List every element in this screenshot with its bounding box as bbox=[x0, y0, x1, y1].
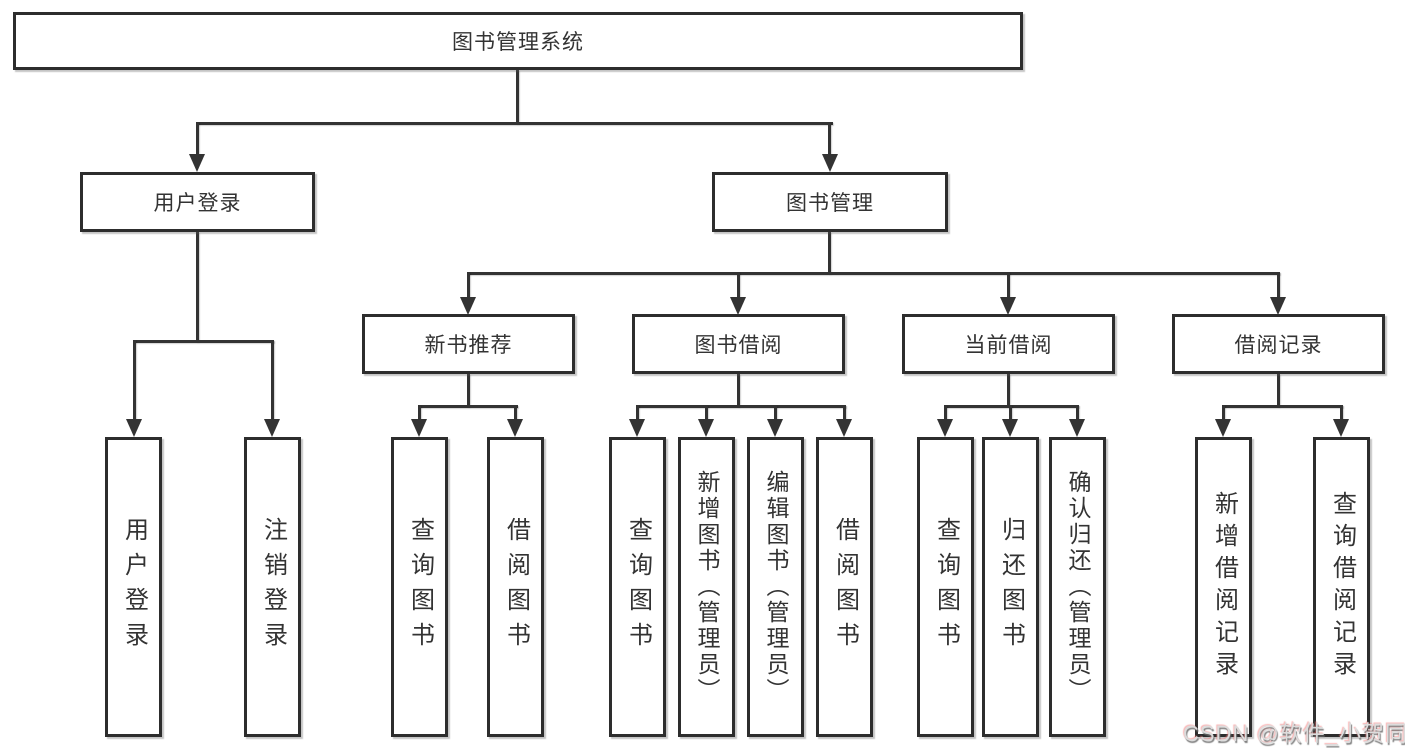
node-user-login-label: 用户登录 bbox=[153, 192, 242, 215]
connector-stem bbox=[271, 340, 274, 421]
connector-stem bbox=[1222, 405, 1225, 421]
connector-newbooks-hline bbox=[418, 405, 518, 408]
arrow-down-icon bbox=[767, 419, 783, 437]
node-borrow-records-label: 借阅记录 bbox=[1234, 334, 1323, 357]
node-leaf-nb-query-books-label: 查询图书 bbox=[406, 517, 434, 657]
connector-trunk-hline bbox=[196, 122, 833, 125]
arrow-down-icon bbox=[730, 297, 746, 315]
connector-stem bbox=[514, 405, 517, 421]
node-book-management-label: 图书管理 bbox=[786, 192, 874, 215]
node-current-borrow-label: 当前借阅 bbox=[964, 334, 1053, 357]
node-leaf-cur-query-books: 查询图书 bbox=[917, 437, 974, 737]
arrow-down-icon bbox=[460, 297, 476, 315]
node-leaf-nb-borrow-books: 借阅图书 bbox=[487, 437, 544, 737]
node-new-book-recommend-label: 新书推荐 bbox=[424, 334, 513, 357]
node-leaf-cur-return-books-label: 归还图书 bbox=[997, 517, 1025, 657]
connector-stem bbox=[1009, 405, 1012, 421]
arrow-down-icon bbox=[836, 419, 852, 437]
arrow-down-icon bbox=[698, 419, 714, 437]
connector-stem bbox=[1076, 405, 1079, 421]
connector-newbooks-vline bbox=[467, 374, 470, 407]
node-leaf-bw-query-books-label: 查询图书 bbox=[624, 517, 652, 657]
arrow-down-icon bbox=[1069, 419, 1085, 437]
connector-stem bbox=[196, 122, 199, 156]
connector-stem bbox=[828, 122, 831, 156]
connector-stem bbox=[133, 340, 136, 421]
connector-stem bbox=[467, 272, 470, 299]
node-leaf-rec-add-record: 新增借阅记录 bbox=[1195, 437, 1252, 737]
connector-stem bbox=[418, 405, 421, 421]
node-leaf-cur-confirm-return-admin-label: 确认归还（管理员） bbox=[1065, 470, 1091, 704]
arrow-down-icon bbox=[937, 419, 953, 437]
node-leaf-bw-edit-books-admin-label: 编辑图书（管理员） bbox=[763, 470, 789, 704]
connector-stem bbox=[843, 405, 846, 421]
node-leaf-bw-borrow-books-label: 借阅图书 bbox=[831, 517, 859, 657]
connector-records-vline bbox=[1277, 374, 1280, 407]
arrow-down-icon bbox=[126, 419, 142, 437]
arrow-down-icon bbox=[507, 419, 523, 437]
connector-stem bbox=[636, 405, 639, 421]
arrow-down-icon bbox=[1002, 419, 1018, 437]
connector-trunk-vline bbox=[516, 70, 519, 124]
node-borrow-records: 借阅记录 bbox=[1172, 314, 1385, 374]
connector-borrow-hline bbox=[636, 405, 846, 408]
arrow-down-icon bbox=[822, 154, 838, 172]
node-leaf-bw-add-books-admin: 新增图书（管理员） bbox=[678, 437, 735, 737]
node-root-system: 图书管理系统 bbox=[13, 12, 1023, 70]
arrow-down-icon bbox=[411, 419, 427, 437]
node-leaf-cur-return-books: 归还图书 bbox=[982, 437, 1039, 737]
node-new-book-recommend: 新书推荐 bbox=[362, 314, 575, 374]
connector-borrow-vline bbox=[737, 374, 740, 407]
connector-bookmgmt-hline bbox=[467, 272, 1280, 275]
connector-records-hline bbox=[1222, 405, 1343, 408]
connector-stem bbox=[705, 405, 708, 421]
arrow-down-icon bbox=[1215, 419, 1231, 437]
node-leaf-logout: 注销登录 bbox=[244, 437, 301, 737]
node-leaf-logout-label: 注销登录 bbox=[259, 517, 287, 657]
node-leaf-user-login-label: 用户登录 bbox=[120, 517, 148, 657]
arrow-down-icon bbox=[1333, 419, 1349, 437]
node-leaf-bw-edit-books-admin: 编辑图书（管理员） bbox=[747, 437, 804, 737]
connector-userlogin-vline bbox=[196, 232, 199, 342]
node-leaf-rec-add-record-label: 新增借阅记录 bbox=[1210, 491, 1238, 683]
node-leaf-bw-borrow-books: 借阅图书 bbox=[816, 437, 873, 737]
connector-bookmgmt-vline bbox=[828, 232, 831, 274]
connector-stem bbox=[1007, 272, 1010, 299]
csdn-watermark: CSDN @软件_小贺同学 bbox=[1183, 721, 1405, 746]
node-book-management: 图书管理 bbox=[712, 172, 948, 232]
node-root-label: 图书管理系统 bbox=[452, 31, 584, 54]
node-user-login: 用户登录 bbox=[80, 172, 315, 232]
node-book-borrow-label: 图书借阅 bbox=[694, 334, 783, 357]
connector-stem bbox=[1277, 272, 1280, 299]
node-leaf-cur-query-books-label: 查询图书 bbox=[932, 517, 960, 657]
connector-userlogin-hline bbox=[133, 340, 274, 343]
connector-stem bbox=[737, 272, 740, 299]
node-leaf-bw-add-books-admin-label: 新增图书（管理员） bbox=[694, 470, 720, 704]
node-book-borrow: 图书借阅 bbox=[632, 314, 845, 374]
node-leaf-nb-query-books: 查询图书 bbox=[391, 437, 448, 737]
node-leaf-user-login: 用户登录 bbox=[105, 437, 162, 737]
connector-stem bbox=[944, 405, 947, 421]
arrow-down-icon bbox=[264, 419, 280, 437]
arrow-down-icon bbox=[1000, 297, 1016, 315]
arrow-down-icon bbox=[1270, 297, 1286, 315]
connector-stem bbox=[1340, 405, 1343, 421]
connector-current-vline bbox=[1007, 374, 1010, 407]
node-leaf-rec-query-record: 查询借阅记录 bbox=[1313, 437, 1370, 737]
connector-stem bbox=[774, 405, 777, 421]
node-leaf-bw-query-books: 查询图书 bbox=[609, 437, 666, 737]
node-leaf-cur-confirm-return-admin: 确认归还（管理员） bbox=[1049, 437, 1106, 737]
node-leaf-nb-borrow-books-label: 借阅图书 bbox=[502, 517, 530, 657]
arrow-down-icon bbox=[189, 154, 205, 172]
arrow-down-icon bbox=[629, 419, 645, 437]
node-current-borrow: 当前借阅 bbox=[902, 314, 1115, 374]
node-leaf-rec-query-record-label: 查询借阅记录 bbox=[1328, 491, 1356, 683]
